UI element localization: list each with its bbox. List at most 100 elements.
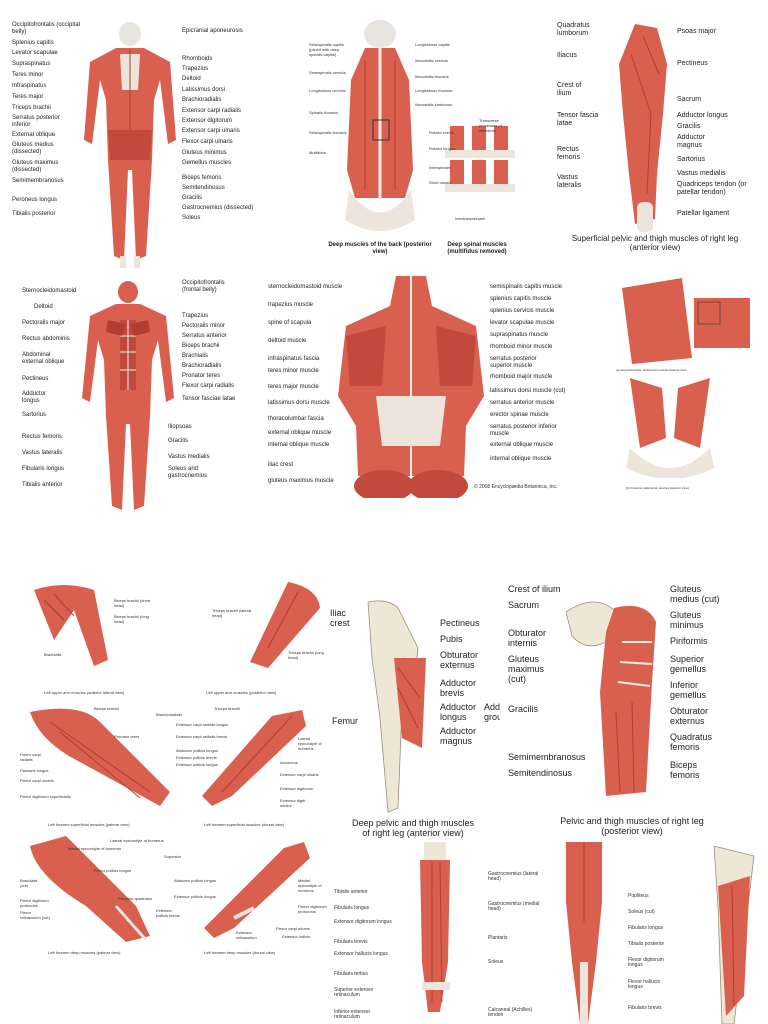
label: Occipitofrontalis (frontal belly) xyxy=(182,280,242,294)
label: semispinalis capitis muscle xyxy=(490,284,562,291)
label: Abductor pollicis longus xyxy=(176,748,218,753)
label: Supraspinatus xyxy=(12,61,50,68)
label: Longissimus cervicis xyxy=(309,88,346,93)
anterior-body-figure xyxy=(78,280,178,516)
label: Tibialis anterior xyxy=(334,890,368,895)
label: Extensor carpi radialis xyxy=(182,108,241,115)
label: Extensor carpi radialis brevis xyxy=(176,734,227,739)
label: Gluteus maximus (dissected) xyxy=(12,160,66,174)
label: Gluteus minimus xyxy=(182,150,227,157)
label: Extensor pollicis longus xyxy=(174,894,216,899)
label: Trapezius xyxy=(182,313,208,320)
label: Short rotator xyxy=(429,180,451,185)
label: Flexor carpi radialis xyxy=(20,752,44,762)
label: Lateral epicondyle of humerus xyxy=(298,736,328,751)
label: Adductor longus xyxy=(440,702,480,722)
label: Inferior extensor retinaculum xyxy=(334,1010,394,1020)
label: Biceps femoris xyxy=(182,175,221,182)
label: Intertransversarii xyxy=(455,216,485,221)
label: Vastus lateralis xyxy=(557,174,597,190)
label: Flexor carpi ulnaris xyxy=(182,139,233,146)
label: Fibularis longus xyxy=(22,466,64,473)
copyright-credit: © 2008 Encyclopædia Britannica, Inc. xyxy=(474,484,557,490)
label: Tibialis posterior xyxy=(12,211,55,218)
label: supraspinatus muscle xyxy=(490,332,548,339)
label: Serratus anterior xyxy=(182,333,227,340)
label: Semimembranosus xyxy=(508,752,586,762)
label: Serratus posterior inferior xyxy=(12,115,72,129)
label: Gastrocnemius (medial head) xyxy=(488,902,542,912)
label: Trapezius xyxy=(182,66,208,73)
label: thoracolumbar fascia xyxy=(268,416,324,423)
label: levator scapulae muscle xyxy=(490,320,554,327)
label: teres major muscle xyxy=(268,384,319,391)
label: Splenius capitis xyxy=(12,40,54,47)
label: Soleus xyxy=(182,215,200,222)
label: Longissimus thoracis xyxy=(415,88,452,93)
deep-pelvic-anterior-figure xyxy=(358,598,434,818)
deep-back-panel: Semispinalis capitis (joined with deep s… xyxy=(305,20,520,265)
caption: Left forearm superficial muscles (palmar… xyxy=(48,822,130,827)
label: Iliac crest xyxy=(330,608,360,628)
label: Rhomboids xyxy=(182,56,212,63)
label: Flexor carpi ulnaris xyxy=(276,926,310,931)
label: Adductor longus xyxy=(677,112,728,120)
label: Lateral epicondyle of humerus xyxy=(110,838,164,843)
label: Obturator externus xyxy=(440,650,490,670)
label: erector spinae muscle xyxy=(490,412,549,419)
deep-pelvic-anterior-panel: Iliac crest Femur Pectineus Pubis Obtura… xyxy=(330,596,500,846)
label: Interspinales xyxy=(429,165,452,170)
label: Semitendinosus xyxy=(182,185,225,192)
caption: Left forearm superficial muscles (dorsal… xyxy=(204,822,284,827)
label: Obturator internis xyxy=(508,628,552,648)
label: Adductor magnus xyxy=(440,726,480,746)
label: Soleus (cut) xyxy=(628,910,655,915)
label: Longissimus capitis xyxy=(415,42,450,47)
label: Femur xyxy=(332,716,358,726)
label: Fibularis brevis xyxy=(334,940,368,945)
abdominal-panel: (a) Superficial deep abdominal muscles (… xyxy=(578,276,764,498)
label: Extensor retinaculum xyxy=(236,930,266,940)
label: infraspinatus fascia xyxy=(268,356,319,363)
label: external oblique muscle xyxy=(268,430,331,437)
label: Sartorius xyxy=(22,412,46,419)
label: gluteus maximus muscle xyxy=(268,478,334,485)
label: Gluteus medius (dissected) xyxy=(12,142,64,156)
label: Quadriceps tendon (or patellar tendon) xyxy=(677,181,765,197)
adductor-group-label: Adductor group xyxy=(484,702,500,722)
label: Pronator quadratus xyxy=(118,896,152,901)
label: Flexor hallucis longus xyxy=(628,980,672,990)
label: Tibialis anterior xyxy=(22,482,62,489)
label: Pronator teres xyxy=(182,373,220,380)
label: serratus anterior muscle xyxy=(490,400,554,407)
label: Patellar ligament xyxy=(677,210,729,218)
label: Fibularis longus xyxy=(334,906,369,911)
pelvic-posterior-figure xyxy=(566,592,662,802)
label: Fibularis brevis xyxy=(628,1006,662,1011)
label: Pectineus xyxy=(22,376,48,383)
deep-back-caption: Deep muscles of the back (posterior view… xyxy=(325,242,435,256)
abdominal-posterior-figure xyxy=(620,378,720,478)
leg-anterior-figure xyxy=(410,842,460,1024)
label: Rectus femoris xyxy=(557,146,597,162)
label: Inferior gemellus xyxy=(670,680,714,700)
label: Iliacus xyxy=(557,52,577,60)
label: Pectineus xyxy=(440,618,480,628)
back-britannica-figure xyxy=(336,276,486,498)
label: Obturator externus xyxy=(670,706,714,726)
label: iliac crest xyxy=(268,462,293,469)
label: Occipitofrontalis (occipital belly) xyxy=(12,22,82,36)
label: sternocleidomastoid muscle xyxy=(268,284,342,291)
label: Triceps brachii (long head) xyxy=(288,650,328,660)
leg-posterior-figure xyxy=(562,842,606,1024)
label: Calcaneal (Achilles) tendon xyxy=(488,1008,542,1018)
label: Semispinalis cervicis xyxy=(309,70,346,75)
label: Infraspinatus xyxy=(12,83,46,90)
label: External oblique xyxy=(12,132,55,139)
label: Extensor hallucis longus xyxy=(334,952,394,957)
label: Extensor digitorum longus xyxy=(334,920,394,925)
label: Iliocostalis cervicis xyxy=(415,58,448,63)
label: Gemellus muscles xyxy=(182,160,231,167)
label: Semispinalis capitis (joined with deep s… xyxy=(309,42,349,57)
label: Adductor magnus xyxy=(677,134,721,150)
